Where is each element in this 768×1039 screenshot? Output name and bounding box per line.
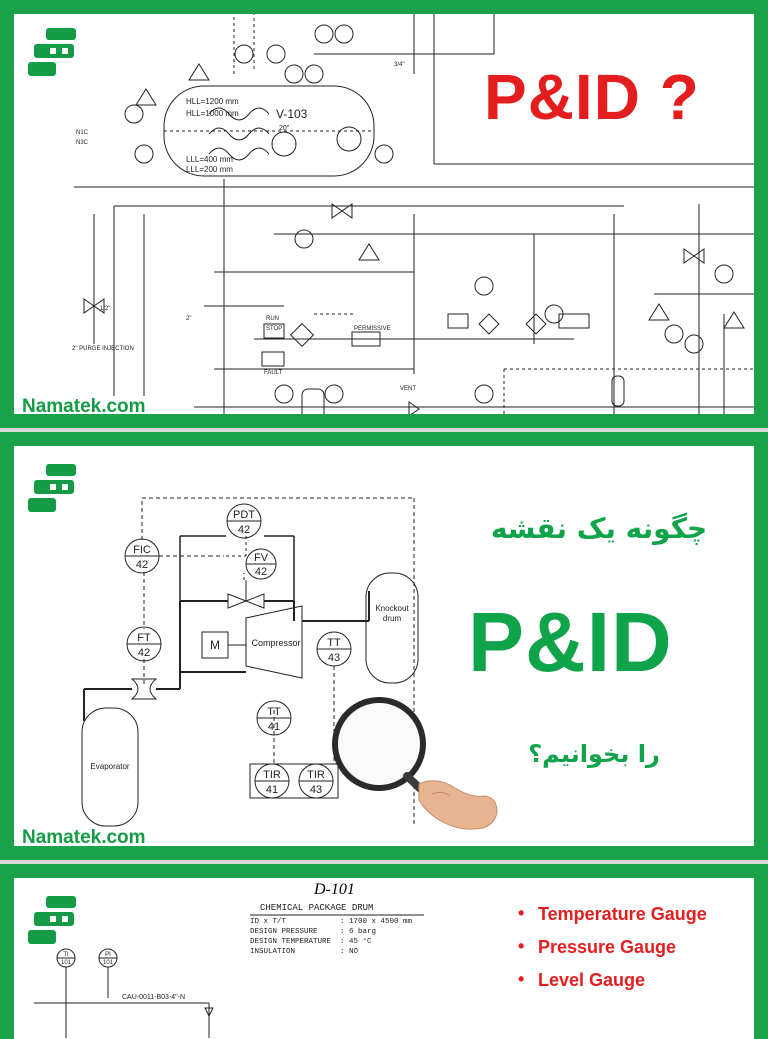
ft-number: 42 [138,647,150,659]
tt43-label: TT [327,637,341,649]
tt41-label: TT [267,706,281,718]
ti-number: 101 [61,960,72,966]
drum-partial-drawing: TI 101 PI 101 CAU-0011-B03-4"-N [34,914,424,1038]
drawing-label: N3C [76,140,89,146]
drawing-label: PERMISSIVE [354,326,391,332]
drawing-label: STOP [266,326,282,332]
slide-divider [0,428,768,432]
brand-site: Namatek.com [22,396,146,414]
drawing-label: 2" PURGE INJECTION [72,346,134,352]
drawing-label: N1C [76,130,89,136]
drawing-label: VENT [400,386,416,392]
list-item: • Level Gauge [516,969,707,991]
list-item: • Temperature Gauge [516,903,707,925]
slide-canvas: V-103 HLL=1200 mm HLL=1000 mm LLL=400 mm… [14,14,754,414]
headline-pid: P&ID [468,595,673,689]
slide-divider [0,860,768,864]
magnifier-hand-image [332,697,498,830]
drum-tag: D-101 [314,881,355,898]
slide-canvas: FIC 42 PDT 42 FV 42 FT 42 TT 43 TT 41 TI… [14,446,754,846]
namatek-logo-icon [28,460,78,521]
drawing-label: 20" [279,125,290,132]
drawing-label: 1/2" [100,306,110,312]
drawing-label: HLL=1200 mm [186,97,239,106]
spec-value: : 6 barg [340,928,377,936]
motor-label: M [210,638,220,652]
tir43-label: TIR [307,769,325,781]
slide-how-to-read: FIC 42 PDT 42 FV 42 FT 42 TT 43 TT 41 TI… [0,432,768,860]
fv-label: FV [254,552,269,564]
namatek-logo-icon [28,892,78,953]
tir41-label: TIR [263,769,281,781]
vessel-tag: V-103 [276,107,308,121]
title-how-to-read: چگونه یک نقشه [490,512,708,545]
compressor-label: Compressor [251,638,300,648]
tt41-number: 41 [268,721,280,733]
pi-label: PI [105,952,111,958]
spec-value: : NO [340,948,359,956]
bullet-icon: • [518,936,525,956]
fv-number: 42 [255,566,267,578]
gauge-list: • Temperature Gauge • Pressure Gauge • Leve… [516,903,707,1003]
spec-value: : 45 °C [340,938,372,946]
bullet-text: Level Gauge [538,970,646,990]
drum-label: Knockout [375,604,409,613]
evaporator [81,707,139,827]
ti-label: TI [63,952,69,958]
tt43-number: 43 [328,652,340,664]
line-tag: CAU-0011-B03-4"-N [122,994,185,1001]
bullet-text: Temperature Gauge [538,904,707,924]
drawing-label: 3/4" [394,62,404,68]
drawing-label: LLL=200 mm [186,165,233,174]
list-item: • Pressure Gauge [516,936,707,958]
spec-key: ID x T/T [250,918,287,926]
bullet-icon: • [518,903,525,923]
control-valve-fv42 [227,593,248,609]
spec-key: DESIGN TEMPERATURE [250,938,332,946]
tir-panel [249,763,339,799]
spec-key: INSULATION [250,948,296,956]
brand-site: Namatek.com [22,827,146,846]
namatek-logo-icon [28,24,78,85]
slide-pid-drawing: V-103 HLL=1200 mm HLL=1000 mm LLL=400 mm… [0,0,768,428]
bullet-text: Pressure Gauge [538,937,677,957]
drawing-label: HLL=1000 mm [186,109,239,118]
fic-number: 42 [136,559,148,571]
drum-spec-keys: ID x T/T DESIGN PRESSURE DESIGN TEMPERAT… [250,918,331,958]
compressor-loop-diagram: FIC 42 PDT 42 FV 42 FT 42 TT 43 TT 41 TI… [81,497,498,830]
evaporator-label: Evaporator [90,762,129,771]
drawing-label: LLL=400 mm [186,155,233,164]
drum-name: CHEMICAL PACKAGE DRUM [260,903,374,913]
drawing-label: 2" [186,316,191,322]
drawing-label: RUN [266,316,279,322]
spec-value: : 1700 x 4500 mm [340,918,413,926]
pdt-label: PDT [233,509,255,521]
drum-spec-values: : 1700 x 4500 mm : 6 barg : 45 °C : NO [340,918,412,958]
slide-gauges: TI 101 PI 101 CAU-0011-B03-4"-N D-101 CH… [0,864,768,1039]
drum-label-2: drum [383,614,402,623]
knockout-drum [365,572,419,684]
tir41-number: 41 [266,784,278,796]
fic-label: FIC [133,544,151,556]
pdt-number: 42 [238,524,250,536]
slide-canvas: TI 101 PI 101 CAU-0011-B03-4"-N D-101 CH… [14,878,754,1039]
pi-number: 101 [103,960,114,966]
flow-element [130,678,158,700]
subtitle-read: را بخوانیم؟ [528,740,660,768]
spec-key: DESIGN PRESSURE [250,928,318,936]
bullet-icon: • [518,969,525,989]
ft-label: FT [137,632,151,644]
drawing-label: FAULT [264,370,283,376]
compressor [245,605,303,679]
tir43-number: 43 [310,784,322,796]
pid-drawing: V-103 HLL=1200 mm HLL=1000 mm LLL=400 mm… [72,14,754,414]
headline-pid-question: P&ID ? [480,60,704,134]
